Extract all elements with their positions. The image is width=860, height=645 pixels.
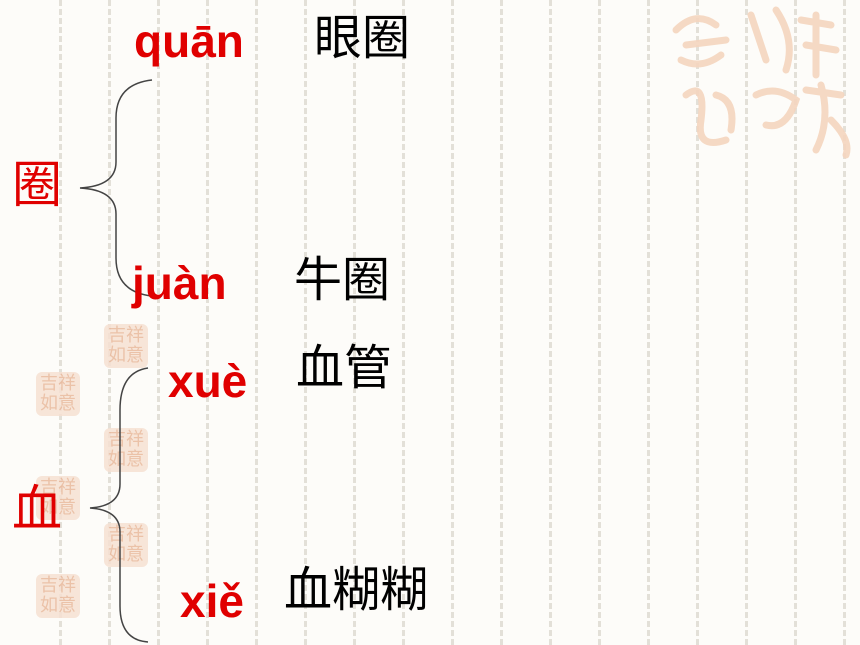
seal-stamp: 吉祥如意 [36,574,80,618]
seal-stamp: 吉祥如意 [104,324,148,368]
word-xueguan: 血管 [296,340,393,396]
brace-quan [79,79,153,297]
seal-watermark [656,0,856,180]
seal-stamp: 吉祥如意 [104,428,148,472]
seal-stamp: 吉祥如意 [36,476,80,520]
word-niujuan: 牛圈 [294,252,391,308]
seal-stamp: 吉祥如意 [36,372,80,416]
brace-xue [89,367,149,643]
character-xue: 血 [12,480,62,538]
pinyin-xue: xuè [168,355,248,407]
pinyin-xie: xiě [180,575,244,627]
word-yanquan: 眼圈 [314,10,411,66]
pinyin-quan: quān [134,15,244,67]
pinyin-juan: juàn [132,257,227,309]
character-quan: 圈 [12,156,62,214]
seal-watermark-graphic [672,6,851,159]
seal-stamp: 吉祥如意 [104,523,148,567]
word-xiehuhu: 血糊糊 [284,562,429,618]
